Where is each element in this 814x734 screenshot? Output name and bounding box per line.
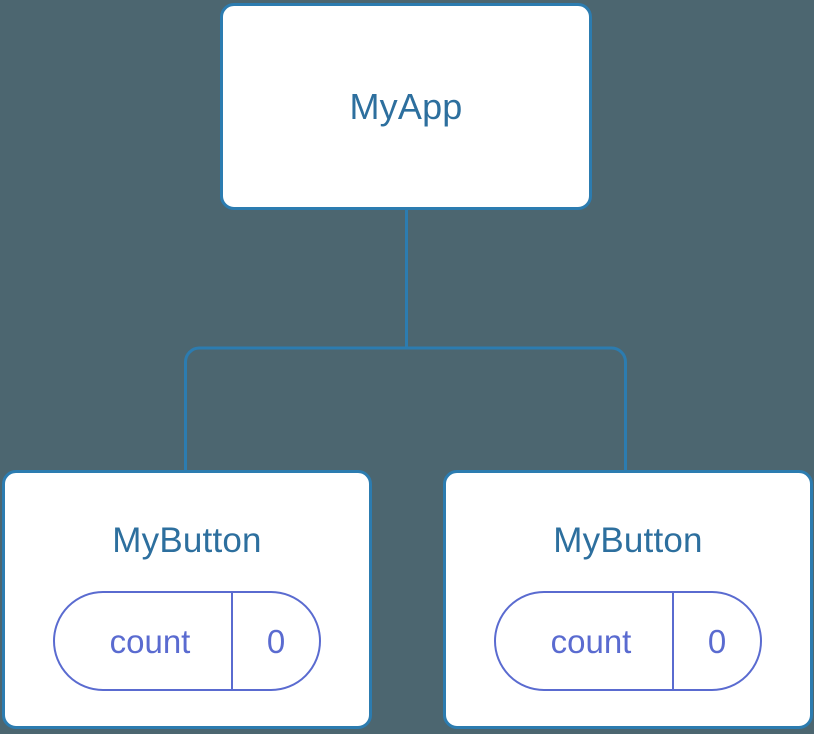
- node-myapp[interactable]: MyApp: [220, 3, 592, 210]
- node-mybutton-1[interactable]: MyButton count 0: [443, 470, 813, 729]
- connector-branch-left: [184, 346, 407, 470]
- state-key: count: [109, 622, 191, 660]
- state-pill[interactable]: count 0: [494, 591, 762, 691]
- node-title: MyApp: [349, 85, 463, 127]
- state-key: count: [550, 622, 632, 660]
- node-title: MyButton: [112, 521, 262, 560]
- state-value: 0: [231, 593, 319, 689]
- node-title: MyButton: [553, 521, 703, 560]
- node-mybutton-0[interactable]: MyButton count 0: [2, 470, 372, 729]
- connector-branch-right: [406, 346, 627, 470]
- state-pill[interactable]: count 0: [53, 591, 321, 691]
- state-value: 0: [672, 593, 760, 689]
